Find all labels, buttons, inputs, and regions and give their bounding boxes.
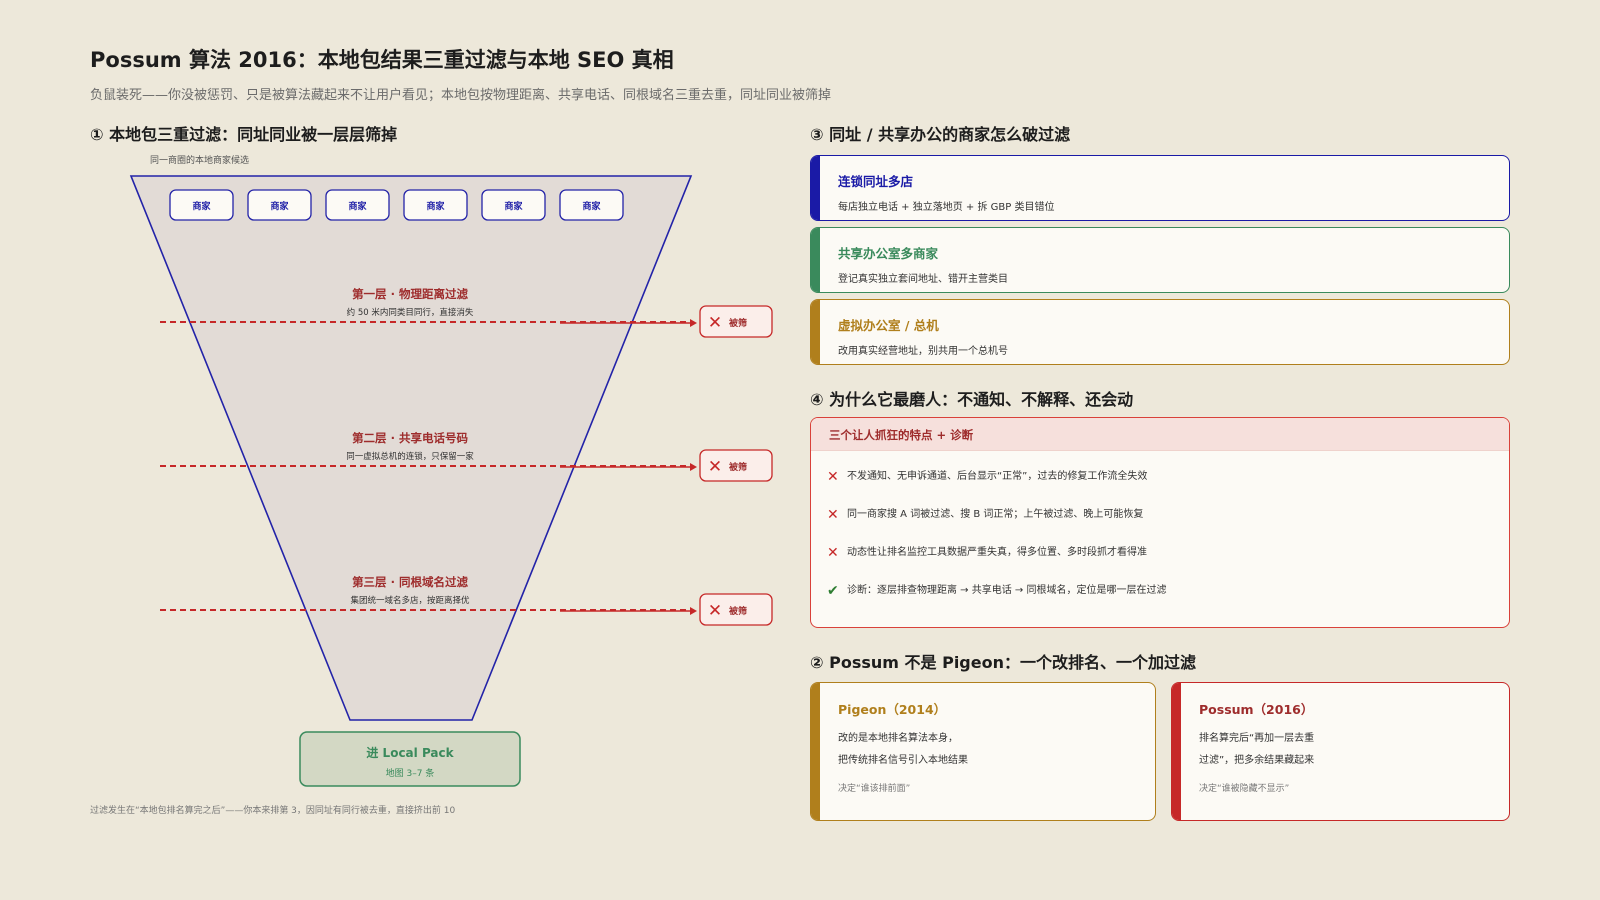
reject-badge (699, 593, 773, 626)
arrowhead (690, 463, 697, 471)
solution-title: 连锁同址多店 (838, 174, 914, 189)
compare-heading: ② Possum 不是 Pigeon：一个改排名、一个加过滤 (810, 653, 1196, 672)
solutions-heading: ③ 同址 / 共享办公的商家怎么破过滤 (810, 125, 1071, 144)
reject-badge (699, 305, 773, 338)
merchant-label: 商家 (192, 200, 211, 212)
solution-title: 虚拟办公室 / 总机 (838, 318, 939, 333)
filter-layer-desc: 约 50 米内同类目同行，直接消失 (347, 307, 474, 318)
solution-desc: 每店独立电话 + 独立落地页 + 拆 GBP 类目错位 (838, 202, 1055, 213)
cross-icon: ✕ (827, 469, 839, 485)
filter-layer-title: 第二层 · 共享电话号码 (352, 431, 468, 445)
merchant-box (247, 189, 312, 221)
cross-icon: ✕ (708, 457, 722, 477)
filter-layer-title: 第三层 · 同根域名过滤 (352, 575, 468, 589)
reject-label: 被筛 (729, 317, 747, 329)
solution-card-chain: 连锁同址多店 每店独立电话 + 独立落地页 + 拆 GBP 类目错位 (810, 155, 1510, 221)
arrowhead (690, 319, 697, 327)
solution-card-shared-office: 共享办公室多商家 登记真实独立套间地址、错开主营类目 (810, 227, 1510, 293)
page-subtitle: 负鼠装死——你没被惩罚、只是被算法藏起来不让用户看见；本地包按物理距离、共享电话… (90, 88, 832, 103)
merchant-box (559, 189, 624, 221)
pain-box-title: 三个让人抓狂的特点 + 诊断 (829, 428, 974, 442)
local-pack-output-box (299, 731, 521, 787)
pain-item: ✕动态性让排名监控工具数据严重失真，得多位置、多时段抓才看得准 (827, 545, 1147, 561)
compare-card-pigeon: Pigeon（2014） 改的是本地排名算法本身， 把传统排名信号引入本地结果 … (810, 682, 1156, 821)
reject-badge (699, 449, 773, 482)
pain-item: ✕不发通知、无申诉通道、后台显示“正常”，过去的修复工作流全失效 (827, 469, 1148, 485)
filter-layer-desc: 同一虚拟总机的连锁，只保留一家 (346, 451, 474, 462)
solution-desc: 改用真实经营地址，别共用一个总机号 (838, 346, 1008, 357)
merchant-box (325, 189, 390, 221)
funnel-heading: ① 本地包三重过滤：同址同业被一层层筛掉 (90, 125, 398, 144)
merchant-box (169, 189, 234, 221)
reject-label: 被筛 (729, 461, 747, 473)
merchant-pool: 商家 商家 商家 商家 商家 商家 (169, 189, 624, 221)
filter-layer-desc: 集团统一域名多店，按距离择优 (350, 595, 470, 606)
arrowhead (690, 607, 697, 615)
compare-title: Pigeon（2014） (838, 702, 947, 717)
compare-line: 排名算完后“再加一层去重 (1199, 733, 1315, 744)
merchant-label: 商家 (426, 200, 445, 212)
compare-note: 决定“谁被隐藏不显示” (1199, 784, 1290, 794)
compare-title: Possum（2016） (1199, 702, 1314, 717)
diagnosis-item: ✔诊断：逐层排查物理距离 → 共享电话 → 同根域名，定位是哪一层在过滤 (827, 583, 1167, 599)
compare-line: 把传统排名信号引入本地结果 (838, 755, 968, 766)
reject-label: 被筛 (729, 605, 747, 617)
cross-icon: ✕ (708, 601, 722, 621)
merchant-box (403, 189, 468, 221)
filter-layer-title: 第一层 · 物理距离过滤 (352, 287, 468, 301)
merchant-label: 商家 (582, 200, 601, 212)
local-pack-subtitle: 地图 3–7 条 (386, 767, 435, 779)
merchant-label: 商家 (348, 200, 367, 212)
solution-title: 共享办公室多商家 (838, 246, 939, 261)
cross-icon: ✕ (708, 313, 722, 333)
merchant-label: 商家 (270, 200, 289, 212)
compare-line: 改的是本地排名算法本身， (838, 733, 958, 744)
cross-icon: ✕ (827, 545, 839, 561)
check-icon: ✔ (827, 583, 839, 599)
compare-card-possum: Possum（2016） 排名算完后“再加一层去重 过滤”，把多余结果藏起来 决… (1171, 682, 1510, 821)
pain-heading: ④ 为什么它最磨人：不通知、不解释、还会动 (810, 390, 1134, 409)
compare-line: 过滤”，把多余结果藏起来 (1199, 755, 1315, 766)
solution-desc: 登记真实独立套间地址、错开主营类目 (838, 274, 1008, 285)
funnel-shape (129, 175, 693, 721)
merchant-box (481, 189, 546, 221)
funnel-footnote: 过滤发生在“本地包排名算完之后”——你本来排第 3，因同址有同行被去重，直接挤出… (90, 806, 456, 816)
merchant-label: 商家 (504, 200, 523, 212)
pain-item: ✕同一商家搜 A 词被过滤、搜 B 词正常；上午被过滤、晚上可能恢复 (827, 507, 1144, 523)
pool-label: 同一商圈的本地商家候选 (150, 154, 249, 166)
cross-icon: ✕ (827, 507, 839, 523)
page-title: Possum 算法 2016：本地包结果三重过滤与本地 SEO 真相 (90, 48, 674, 72)
solution-card-virtual-office: 虚拟办公室 / 总机 改用真实经营地址，别共用一个总机号 (810, 299, 1510, 365)
pain-points-box: 三个让人抓狂的特点 + 诊断 ✕不发通知、无申诉通道、后台显示“正常”，过去的修… (810, 417, 1510, 628)
local-pack-title: 进 Local Pack (366, 745, 454, 760)
compare-note: 决定“谁该排前面” (838, 784, 911, 794)
